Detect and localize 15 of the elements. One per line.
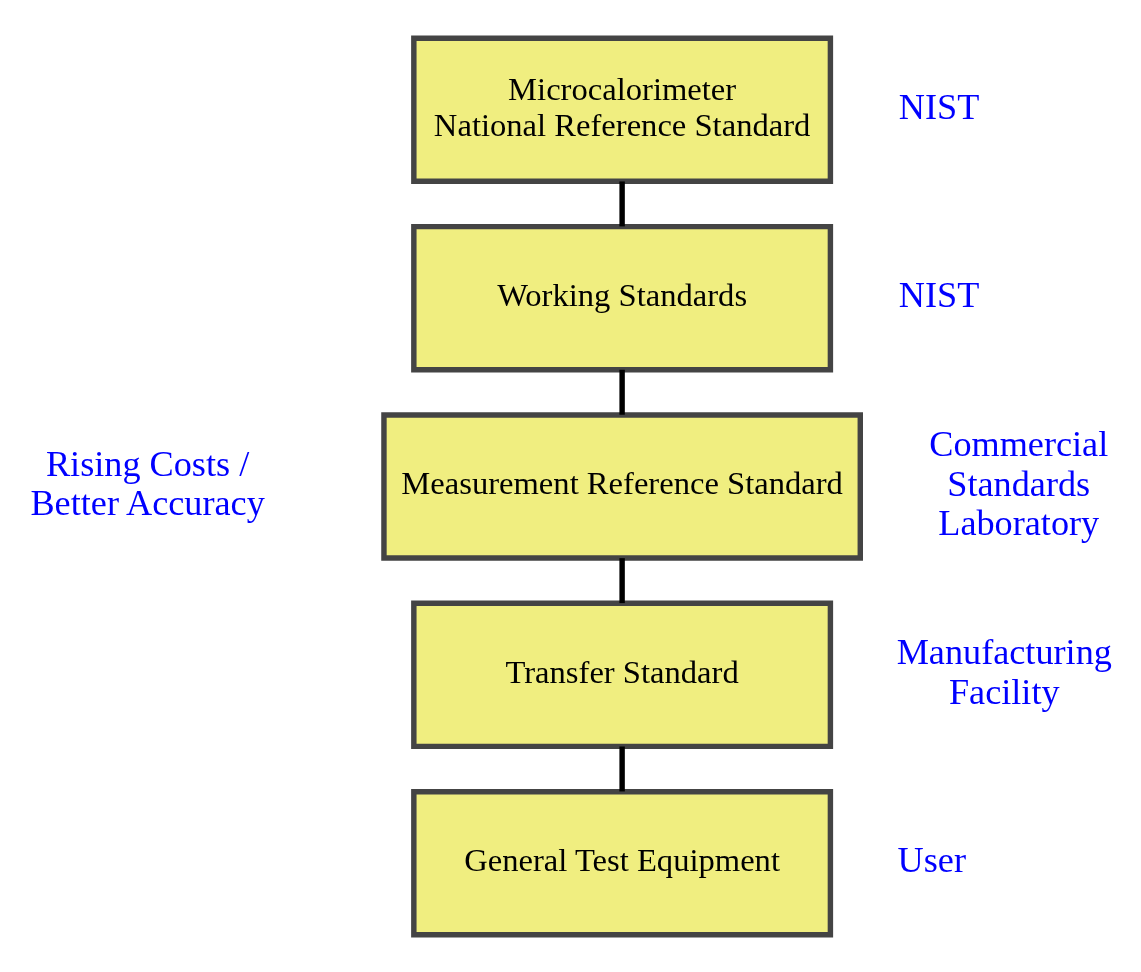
node-label: NIST xyxy=(898,274,980,315)
node-box: Measurement Reference Standard xyxy=(381,411,863,561)
connector xyxy=(619,369,625,415)
connector xyxy=(619,180,625,226)
connector xyxy=(619,746,625,791)
node-label: User xyxy=(897,839,967,880)
node-box: General Test Equipment xyxy=(411,788,834,937)
node-label: Commercial Standards Laboratory xyxy=(929,423,1109,543)
node-box: Working Standards xyxy=(411,223,834,372)
connector xyxy=(619,557,625,603)
node-label: Manufacturing Facility xyxy=(896,631,1112,712)
label: Rising Costs / Better Accuracy xyxy=(30,443,265,523)
node-box: Transfer Standard xyxy=(411,600,834,749)
node-label: NIST xyxy=(898,86,980,127)
node-box: Microcalorimeter National Reference Standard xyxy=(411,35,834,184)
